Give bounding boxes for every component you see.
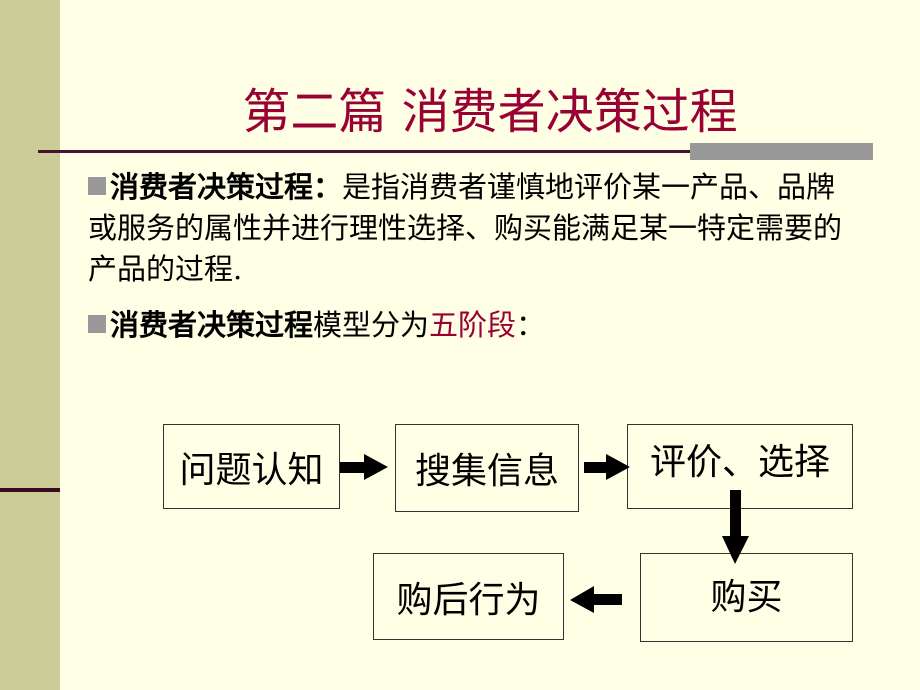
- definition-text: 是指消费者谨慎地评价某一产品、品牌或服务的属性并进行理性选择、购买能满足某一特定…: [88, 170, 843, 286]
- definition-term: 消费者决策过程：: [110, 170, 343, 204]
- arrow-left: [570, 586, 622, 613]
- stage-box-information-search: 搜集信息: [395, 424, 579, 512]
- model-paragraph: 消费者决策过程模型分为五阶段：: [88, 305, 848, 346]
- square-bullet-icon: [88, 315, 106, 333]
- arrow-right-1: [340, 454, 388, 480]
- strip-divider: [0, 488, 60, 492]
- left-decor-strip: [0, 0, 60, 690]
- title-underline: [38, 150, 873, 153]
- model-text: 模型分为: [313, 308, 430, 342]
- model-colon: ：: [516, 308, 546, 342]
- arrow-down: [722, 490, 749, 564]
- stage-box-purchase: 购买: [640, 553, 853, 642]
- square-bullet-icon: [88, 177, 106, 195]
- arrow-right-2: [584, 454, 630, 480]
- stage-box-problem-recognition: 问题认知: [163, 424, 340, 509]
- stage-box-post-purchase: 购后行为: [373, 553, 564, 640]
- definition-paragraph: 消费者决策过程：是指消费者谨慎地评价某一产品、品牌或服务的属性并进行理性选择、购…: [88, 167, 848, 290]
- gray-accent-bar: [690, 143, 873, 160]
- model-term: 消费者决策过程: [110, 308, 314, 342]
- model-highlight: 五阶段: [429, 308, 517, 342]
- slide-title: 第二篇 消费者决策过程: [242, 84, 738, 140]
